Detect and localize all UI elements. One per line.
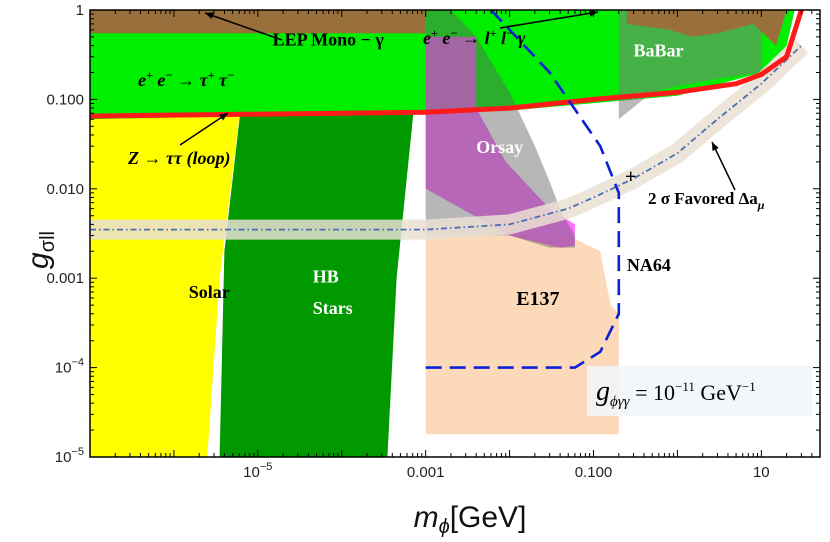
plot-frame <box>89 9 821 458</box>
region-solar <box>90 72 245 457</box>
y-axis-title: gσll <box>22 231 59 269</box>
y-tick-label: 0.010 <box>46 181 84 198</box>
label-tau-pair: e+ e− → τ+ τ− <box>138 68 234 90</box>
y-tick-label: 10−5 <box>55 446 84 466</box>
arrow-lep-mono <box>204 12 283 41</box>
label-coupling: gϕγγ = 10−11 GeV−1 <box>596 376 756 410</box>
label-lep-mono: LEP Mono − γ <box>273 30 385 50</box>
label-babar: BaBar <box>634 41 684 61</box>
x-axis-title: mϕ[GeV] <box>414 501 527 538</box>
region-lep-mono-right <box>626 10 787 46</box>
region-hb-stars <box>219 72 418 457</box>
x-tick-label: 10−5 <box>243 461 272 481</box>
arrow-favored <box>711 141 736 191</box>
label-solar: Solar <box>189 282 230 302</box>
y-tick-label: 1 <box>76 2 84 19</box>
region-ee-ll-gamma <box>425 10 575 248</box>
favored-center-line <box>90 44 803 231</box>
coupling-box <box>587 366 812 416</box>
red-bound-line <box>90 10 804 119</box>
label-stars: Stars <box>313 298 353 318</box>
axis-ticks: 10−5 0.001 0.100 10 1 0.100 0.010 0.001 10−4 10−5 <box>46 2 821 481</box>
x-tick-label: 10 <box>753 464 770 481</box>
region-babar <box>618 10 762 120</box>
label-lepton-pair: e+ e− → l+ l− γ <box>423 26 526 48</box>
label-na64: NA64 <box>627 255 671 275</box>
x-tick-label: 0.100 <box>575 464 613 481</box>
y-tick-label: 0.001 <box>46 270 84 287</box>
y-tick-label: 10−4 <box>55 357 84 377</box>
label-e137: E137 <box>516 288 559 310</box>
label-favored: 2 σ Favored Δaμ <box>648 189 765 212</box>
na64-dashed-line <box>425 10 621 369</box>
curves <box>90 10 809 369</box>
region-orsay <box>425 36 575 248</box>
marker-plus: + <box>625 166 636 188</box>
label-orsay: Orsay <box>476 137 523 157</box>
label-hb: HB <box>313 266 339 286</box>
label-z-loop: Z → ττ (loop) <box>127 148 230 169</box>
x-tick-label: 0.001 <box>407 464 445 481</box>
y-tick-label: 0.100 <box>46 91 84 108</box>
arrow-z-loop <box>179 112 229 146</box>
region-e137 <box>425 235 619 435</box>
